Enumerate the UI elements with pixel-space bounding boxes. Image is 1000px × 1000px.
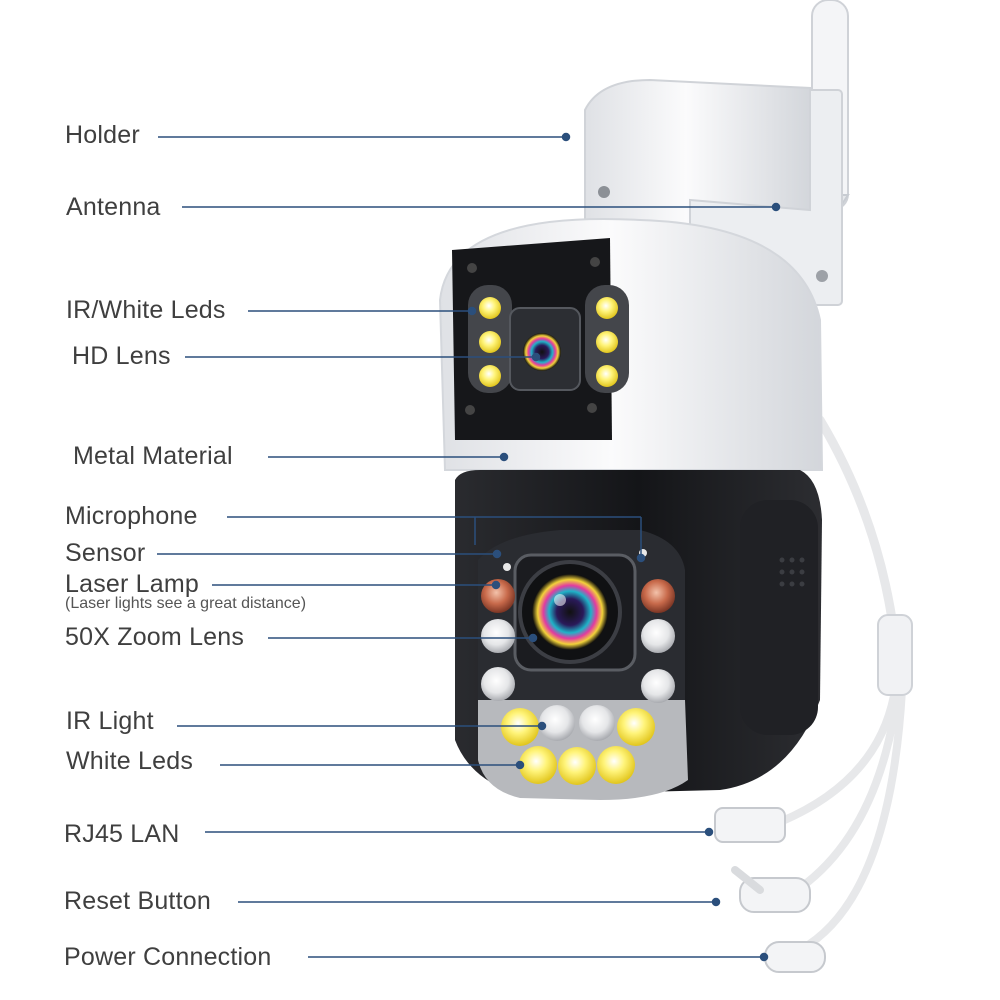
- camera-dome: [438, 218, 824, 471]
- callout-lines: [157, 132, 781, 962]
- label-hd-lens: HD Lens: [72, 342, 171, 370]
- label-laser-note: (Laser lights see a great distance): [65, 595, 307, 612]
- label-ir-light: IR Light: [66, 707, 154, 735]
- label-power-connection: Power Connection: [64, 943, 272, 971]
- label-metal-material: Metal Material: [73, 442, 233, 470]
- label-holder: Holder: [65, 121, 140, 149]
- label-reset-button: Reset Button: [64, 887, 211, 915]
- camera-ptz-body: [455, 470, 822, 800]
- label-rj45-lan: RJ45 LAN: [64, 820, 180, 848]
- label-sensor: Sensor: [65, 539, 146, 567]
- label-microphone: Microphone: [65, 502, 198, 530]
- label-antenna: Antenna: [66, 193, 161, 221]
- label-white-leds: White Leds: [66, 747, 194, 775]
- label-ir-white-leds: IR/White Leds: [66, 296, 226, 324]
- cables: [714, 415, 913, 973]
- label-zoom-lens: 50X Zoom Lens: [65, 623, 245, 651]
- label-laser-lamp: Laser Lamp: [65, 570, 200, 598]
